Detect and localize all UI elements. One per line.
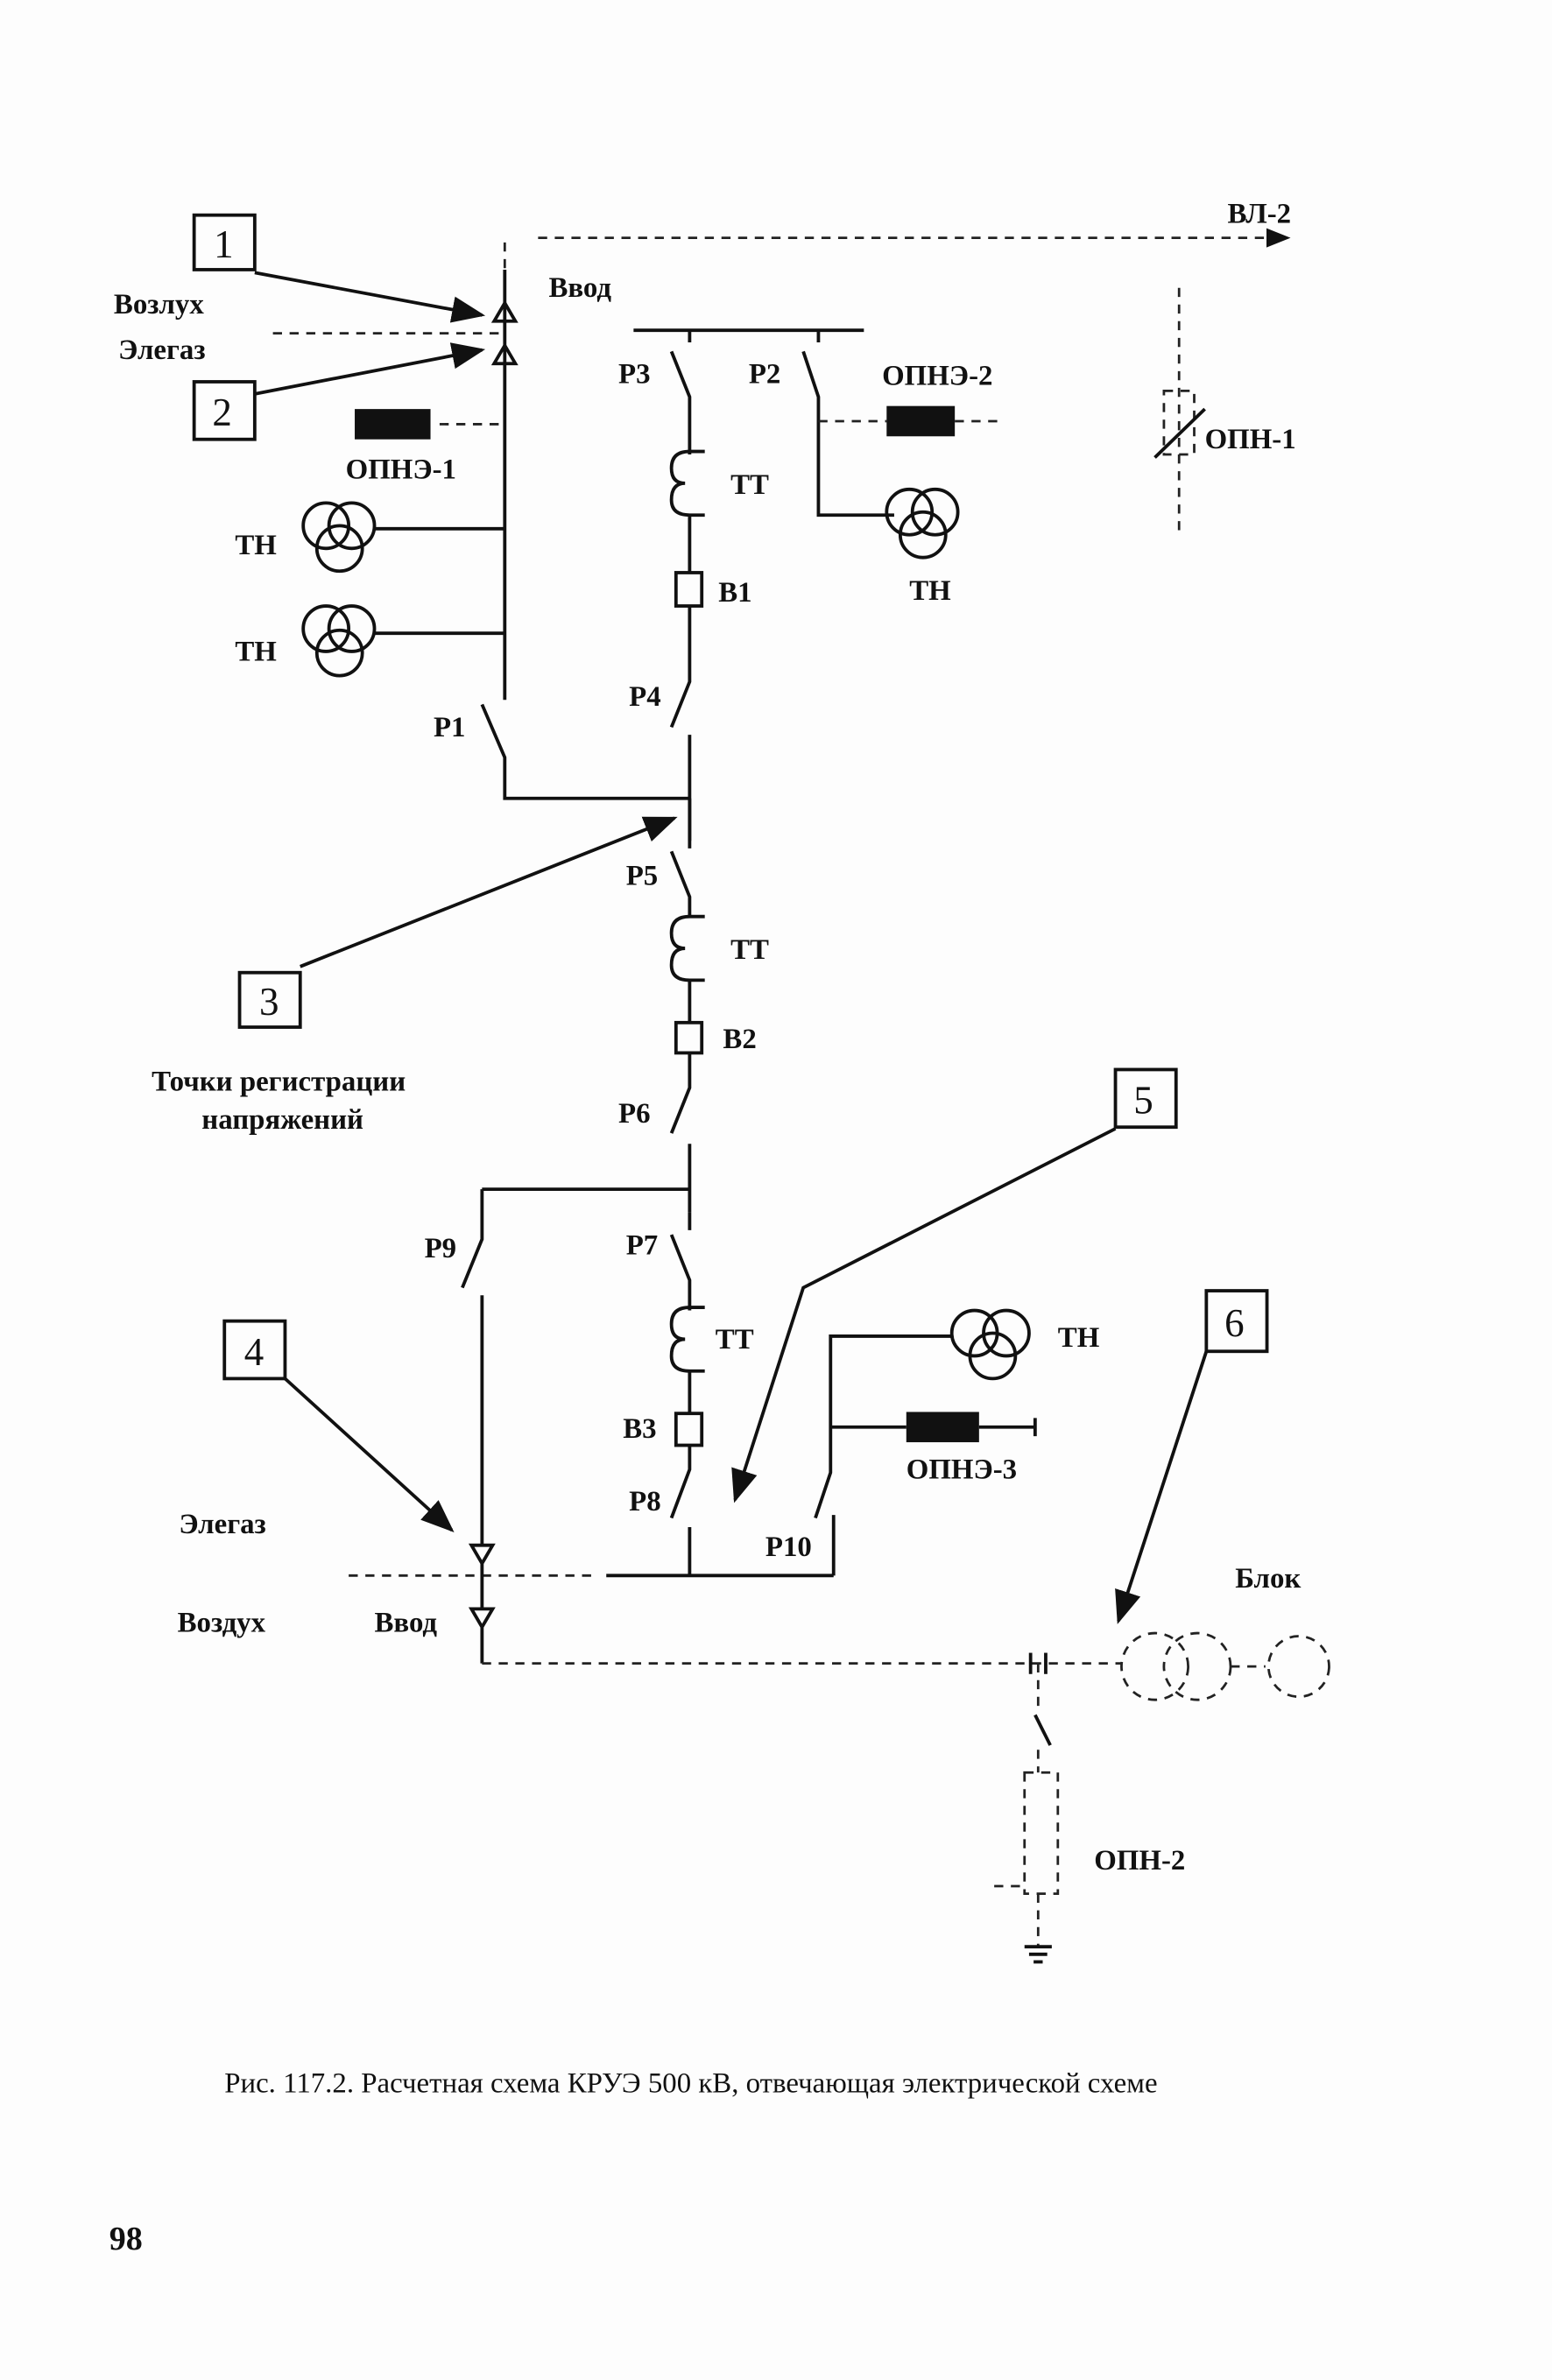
block-transformer-icon (1120, 1631, 1330, 1701)
reg-points-label-2: напряжений (201, 1104, 363, 1136)
tn-label: ТН (235, 636, 277, 667)
svg-text:2: 2 (212, 391, 231, 434)
opne1-arrester-icon (355, 409, 431, 440)
b2-label: В2 (723, 1024, 756, 1055)
p7-label: Р7 (626, 1230, 659, 1262)
p4-label: Р4 (629, 681, 661, 713)
current-transformer-icon (669, 1306, 705, 1414)
air-label-top: Возлух (114, 289, 204, 320)
current-transformer-icon (669, 914, 705, 1023)
disconnector-p2-icon (801, 350, 894, 518)
tn-label: ТН (1058, 1322, 1100, 1354)
sf6-label-top: Элегаз (118, 334, 205, 366)
tn-label: ТН (235, 530, 277, 561)
inlet-label-bottom: Ввод (375, 1607, 438, 1638)
b1-label: В1 (718, 577, 751, 609)
current-transformer-icon (669, 449, 705, 573)
opn1-label: ОПН-1 (1205, 424, 1296, 455)
vl2-label: ВЛ-2 (1228, 198, 1292, 229)
marker-5: 5 (731, 1067, 1178, 1503)
disconnector-p6-icon (482, 1053, 692, 1213)
breaker-b2-icon (674, 1020, 704, 1055)
voltage-transformer-icon (301, 501, 505, 574)
disconnector-p1-icon (480, 703, 690, 800)
opne1-label: ОПНЭ-1 (346, 454, 456, 486)
voltage-transformer-icon (949, 1308, 1031, 1381)
disconnector-p5-icon (669, 798, 692, 917)
marker-4: 4 (222, 1319, 455, 1532)
figure-caption: Рис. 117.2. Расчетная схема КРУЭ 500 кВ,… (224, 2067, 1157, 2099)
p8-label: Р8 (629, 1486, 661, 1517)
marker-1: 1 (192, 213, 486, 323)
marker-3: 3 (237, 816, 678, 1029)
marker-6: 6 (1115, 1289, 1269, 1624)
svg-text:4: 4 (244, 1330, 264, 1374)
ground-icon (1024, 1945, 1052, 1964)
p10-label: Р10 (765, 1532, 812, 1563)
sf6-label-bottom: Элегаз (179, 1509, 265, 1540)
opne3-label: ОПНЭ-3 (907, 1454, 1017, 1486)
opn2-label: ОПН-2 (1094, 1845, 1185, 1877)
opne3-arrester-icon (906, 1412, 979, 1443)
page-number: 98 (109, 2221, 143, 2257)
disconnector-p9-icon (461, 1189, 484, 1546)
disconnector-p3-icon (669, 350, 692, 455)
tn-label: ТН (909, 575, 951, 607)
p6-label: Р6 (618, 1098, 651, 1130)
disconnector-p7-icon (669, 1212, 692, 1311)
opne2-arrester-icon (886, 405, 956, 437)
p1-label: Р1 (434, 712, 466, 743)
opne2-label: ОПНЭ-2 (882, 360, 992, 391)
tt-label: ТТ (730, 934, 769, 966)
opn1-arrester-icon (1153, 287, 1206, 539)
p9-label: Р9 (425, 1233, 457, 1264)
svg-text:1: 1 (214, 222, 233, 266)
air-label-bottom: Воздух (178, 1607, 266, 1638)
disconnector-p10-icon (814, 1334, 952, 1576)
marker-2: 2 (192, 342, 486, 441)
bushing-icon (490, 299, 519, 366)
breaker-b3-icon (674, 1412, 704, 1447)
svg-text:6: 6 (1224, 1301, 1244, 1345)
tt-label: ТТ (730, 469, 769, 501)
p5-label: Р5 (626, 860, 659, 891)
opn2-arrester-icon (994, 1663, 1060, 1964)
block-label: Блок (1235, 1563, 1301, 1595)
inlet-label-top: Ввод (548, 272, 611, 304)
bushing-icon (468, 1543, 496, 1664)
voltage-transformer-icon (301, 604, 505, 678)
p2-label: Р2 (749, 359, 781, 391)
disconnector-p8-icon (669, 1445, 692, 1576)
breaker-b1-icon (674, 571, 704, 608)
disconnector-p4-icon (669, 606, 692, 841)
tt-label: ТТ (716, 1324, 754, 1355)
reg-points-label: Точки регистрации (152, 1067, 406, 1098)
p3-label: Р3 (618, 359, 651, 391)
voltage-transformer-icon (885, 487, 960, 560)
svg-text:3: 3 (259, 980, 279, 1024)
b3-label: В3 (623, 1413, 656, 1445)
svg-text:5: 5 (1133, 1079, 1153, 1123)
